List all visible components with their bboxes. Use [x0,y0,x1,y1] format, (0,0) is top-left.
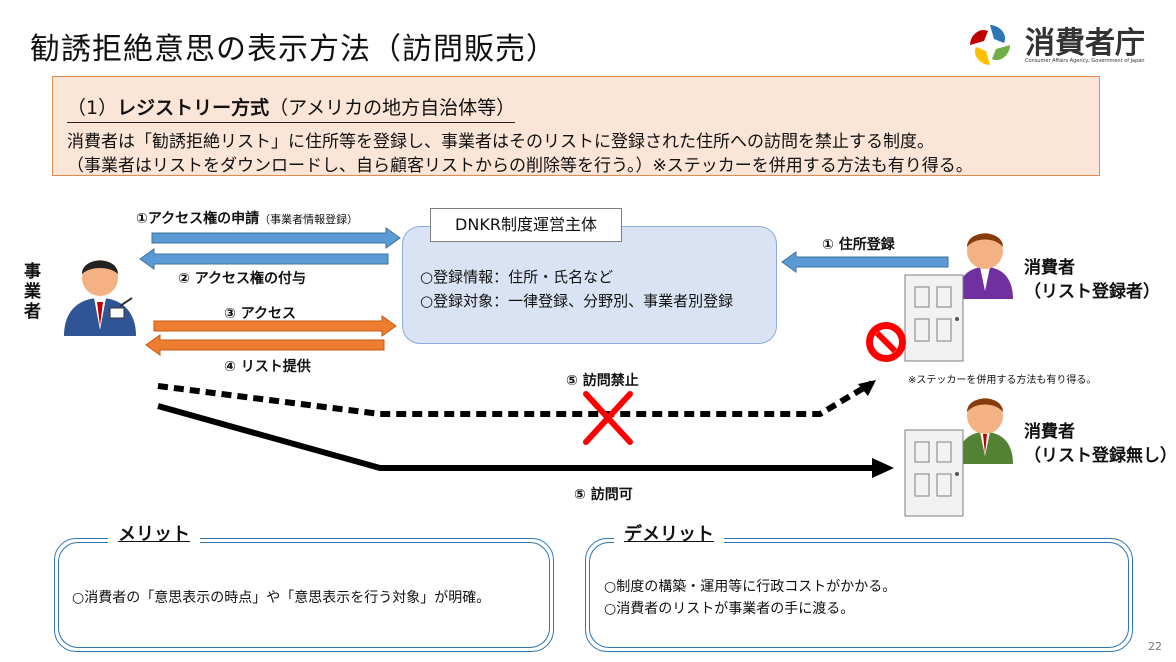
sticker-note: ※ステッカーを併用する方法も有り得る。 [908,375,1097,386]
business-person-icon [64,260,136,336]
cross-icon [583,391,633,445]
path-visit-allowed [157,403,872,471]
flow-access: ③ アクセス [224,306,297,322]
arrowhead-prohibited [858,380,876,396]
merit-panel [54,538,554,652]
demerit-line-1: ○制度の構築・運用等に行政コストがかかる。 [604,579,897,595]
consumer-unregistered-label: 消費者（リスト登録無し） [1024,422,1176,466]
arrow-access-request [151,227,401,249]
arrow-list-provide [145,334,385,356]
intro-box: （1）レジストリー方式（アメリカの地方自治体等） 消費者は「勧誘拒絶リスト」に住… [52,76,1100,176]
flow-visit-prohibited: ⑤ 訪問禁止 [566,373,639,389]
dnkr-line-1: ○登録情報：住所・氏名など [420,268,614,286]
arrow-address-register [781,251,949,273]
page-title: 勧誘拒絶意思の表示方法（訪問販売） [30,32,557,67]
arrowhead-allowed [872,458,894,478]
intro-line-2: （事業者はリストをダウンロードし、自ら顧客リストからの削除等を行う。）※ステッカ… [67,156,973,176]
flow-list-provide: ④ リスト提供 [224,359,311,375]
merit-line-1: ○消費者の「意思表示の時点」や「意思表示を行う対象」が明確。 [72,590,491,606]
logo-subtitle: Consumer Affairs Agency, Government of J… [1025,58,1145,64]
flow-access-request: ①アクセス権の申請（事業者情報登録） [136,211,359,227]
door-registered-icon [904,274,964,362]
flow-access-grant: ② アクセス権の付与 [178,271,307,287]
page-number: 22 [1148,640,1162,653]
consumer-registered-label: 消費者（リスト登録者） [1024,258,1160,302]
consumer-registered-icon [957,233,1013,299]
flow-address-register: ① 住所登録 [822,237,895,253]
dnkr-box [402,226,777,344]
intro-heading: （1）レジストリー方式（アメリカの地方自治体等） [67,93,516,123]
intro-line-1: 消費者は「勧誘拒絶リスト」に住所等を登録し、事業者はそのリストに登録された住所へ… [67,132,934,152]
path-visit-prohibited [157,380,874,417]
consumer-unregistered-icon [957,398,1013,464]
arrow-access-grant [139,248,389,270]
demerit-line-2: ○消費者のリストが事業者の手に渡る。 [604,601,855,617]
merit-heading: メリット [108,520,200,546]
arrow-access [153,315,397,337]
dnkr-title: DNKR制度運営主体 [430,208,622,242]
no-entry-sticker-icon [866,322,906,362]
flow-visit-allowed: ⑤ 訪問可 [574,487,633,503]
logo-name: 消費者庁 [1025,26,1145,61]
door-unregistered-icon [904,429,964,517]
business-label: 事業者 [24,262,41,322]
demerit-panel [585,538,1133,652]
demerit-heading: デメリット [614,520,724,546]
dnkr-line-2: ○登録対象：一律登録、分野別、事業者別登録 [420,292,734,310]
